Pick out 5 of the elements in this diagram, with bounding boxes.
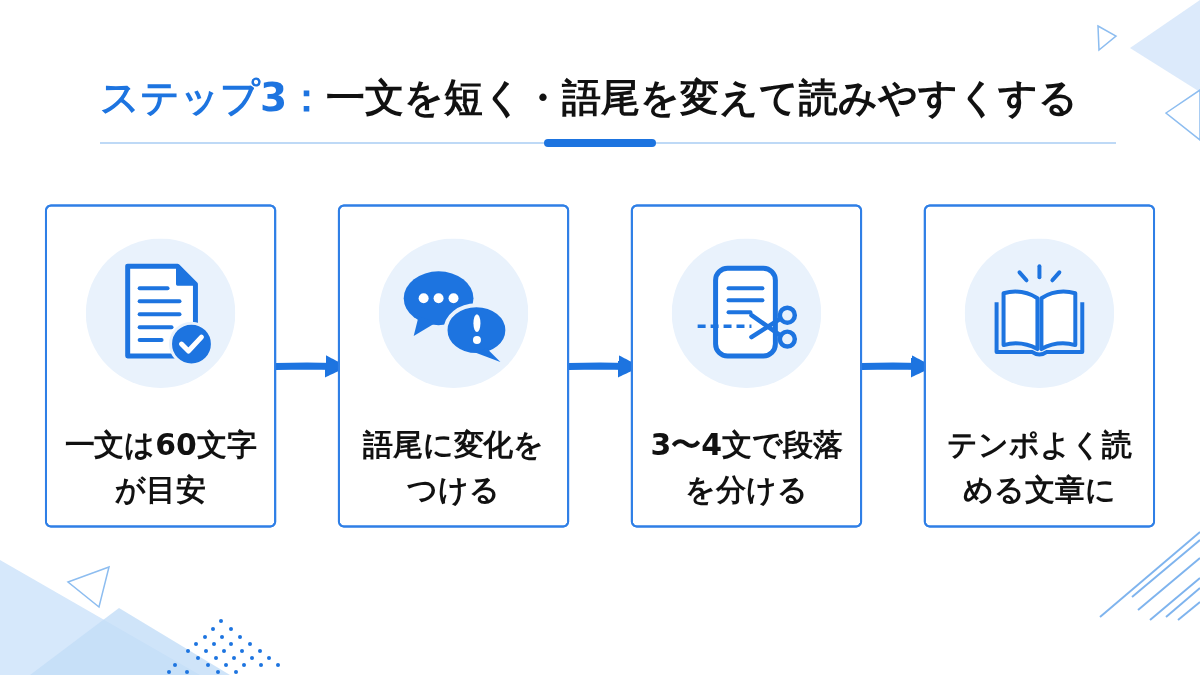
step-text: 3〜4文で段落を分ける (650, 426, 843, 507)
step-text: 語尾に変化をつける (362, 426, 545, 507)
title: ステップ3：一文を短く・語尾を変えて読みやすくする (100, 74, 1079, 122)
step-text: 一文は60文字が目安 (64, 426, 257, 507)
step-text: テンポよく読める文章に (947, 426, 1132, 507)
